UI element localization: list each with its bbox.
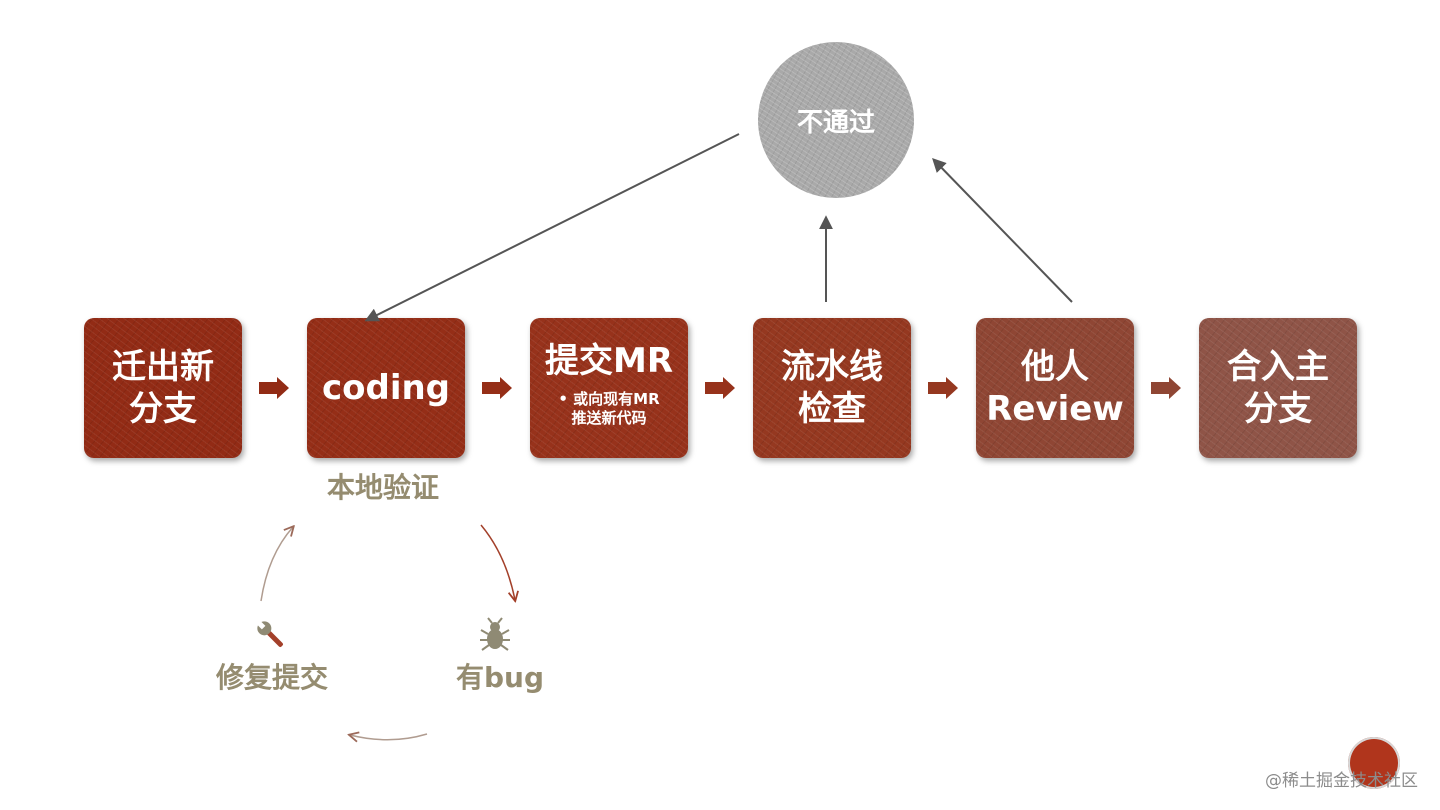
- step-submit-mr: 提交MR • 或向现有MR 推送新代码: [530, 318, 688, 458]
- flow-arrow-icon: [259, 377, 289, 399]
- step-title: 他人 Review: [986, 346, 1124, 430]
- step-merge-main: 合入主 分支: [1199, 318, 1357, 458]
- step-title-line: 迁出新: [112, 347, 214, 387]
- loop-arrow-to-fix: [350, 734, 428, 740]
- step-pipeline-check: 流水线 检查: [753, 318, 911, 458]
- step-coding: coding: [307, 318, 465, 458]
- step-checkout-branch: 迁出新 分支: [84, 318, 242, 458]
- step-title-line: Review: [986, 389, 1124, 429]
- reject-node: 不通过: [758, 42, 914, 198]
- step-title: 合入主 分支: [1227, 346, 1329, 430]
- step-title-line: 提交MR: [544, 341, 673, 381]
- local-verify-label: 本地验证: [327, 471, 440, 504]
- flow-arrow-icon: [928, 377, 958, 399]
- step-title-line: 他人: [1021, 347, 1089, 387]
- step-title-line: 分支: [129, 389, 197, 429]
- reject-to-coding-line: [364, 133, 740, 322]
- step-peer-review: 他人 Review: [976, 318, 1134, 458]
- watermark: @稀土掘金技术社区: [1265, 771, 1418, 791]
- review-to-reject-line: [932, 157, 1073, 303]
- loop-arrow-to-coding: [260, 527, 293, 602]
- reject-label: 不通过: [796, 107, 875, 138]
- step-subtitle: • 或向现有MR 推送新代码: [558, 390, 659, 428]
- step-title-line: 合入主: [1227, 347, 1329, 387]
- step-title-line: 流水线: [781, 347, 883, 387]
- step-subtitle-line: • 或向现有MR: [558, 390, 660, 408]
- flow-arrow-icon: [705, 377, 735, 399]
- step-title: 流水线 检查: [781, 346, 883, 430]
- step-subtitle-line: 推送新代码: [571, 409, 647, 427]
- step-title: 提交MR: [545, 340, 673, 382]
- bug-icon: [480, 617, 510, 651]
- fix-commit-label: 修复提交: [216, 661, 329, 694]
- loop-arrow-to-bug: [480, 524, 515, 600]
- wrench-icon: [256, 620, 283, 647]
- step-title-line: coding: [321, 368, 451, 408]
- step-title: coding: [322, 367, 450, 409]
- step-title-line: 分支: [1244, 389, 1312, 429]
- step-title-line: 检查: [798, 389, 866, 429]
- has-bug-label: 有bug: [456, 661, 545, 694]
- step-title: 迁出新 分支: [112, 346, 214, 430]
- corner-decoration: [1348, 737, 1400, 789]
- flow-arrow-icon: [1151, 377, 1181, 399]
- flow-arrow-icon: [482, 377, 512, 399]
